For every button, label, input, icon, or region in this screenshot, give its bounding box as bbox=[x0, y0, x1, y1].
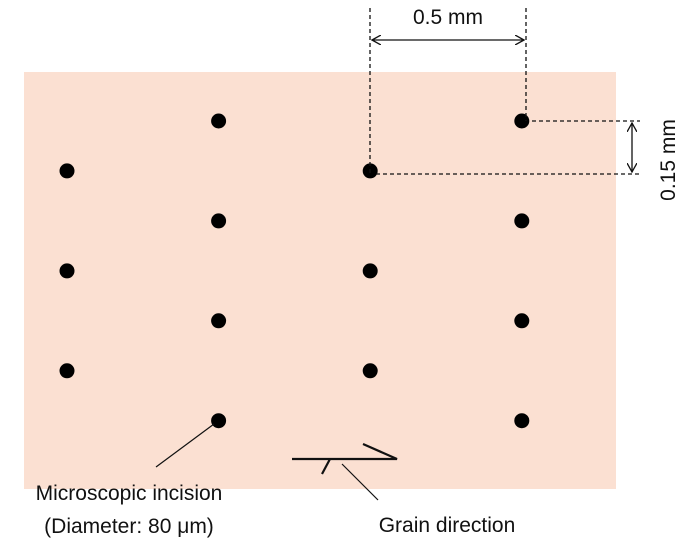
incision-dot bbox=[514, 413, 530, 429]
incision-callout: Microscopic incision (Diameter: 80 μm) bbox=[36, 423, 223, 538]
incision-dot bbox=[59, 363, 75, 379]
incision-dot bbox=[59, 163, 75, 179]
vertical-spacing-label: 0.15 mm bbox=[657, 119, 680, 201]
incision-dot bbox=[211, 113, 227, 129]
grain-direction-label: Grain direction bbox=[379, 514, 516, 537]
incision-dot bbox=[514, 113, 530, 129]
horizontal-spacing-dimension: 0.5 mm bbox=[369, 6, 527, 174]
horizontal-spacing-label: 0.5 mm bbox=[413, 6, 483, 29]
incision-leader-line bbox=[155, 423, 215, 468]
grain-direction-icon bbox=[292, 442, 398, 475]
grain-leader-line bbox=[341, 463, 379, 501]
vertical-spacing-dimension: 0.15 mm bbox=[376, 119, 680, 201]
incision-label-line2: (Diameter: 80 μm) bbox=[44, 515, 214, 538]
incision-dot bbox=[211, 313, 227, 329]
incision-dot bbox=[211, 413, 227, 429]
incision-dot bbox=[514, 213, 530, 229]
grain-direction-symbol: Grain direction bbox=[292, 442, 516, 537]
incision-dot bbox=[514, 313, 530, 329]
incision-dot bbox=[59, 263, 75, 279]
specimen-surface bbox=[24, 72, 616, 489]
incision-dot bbox=[362, 363, 378, 379]
incision-dot bbox=[362, 263, 378, 279]
incision-dot bbox=[211, 213, 227, 229]
incision-label-line1: Microscopic incision bbox=[36, 482, 223, 505]
incision-dots bbox=[59, 113, 530, 429]
